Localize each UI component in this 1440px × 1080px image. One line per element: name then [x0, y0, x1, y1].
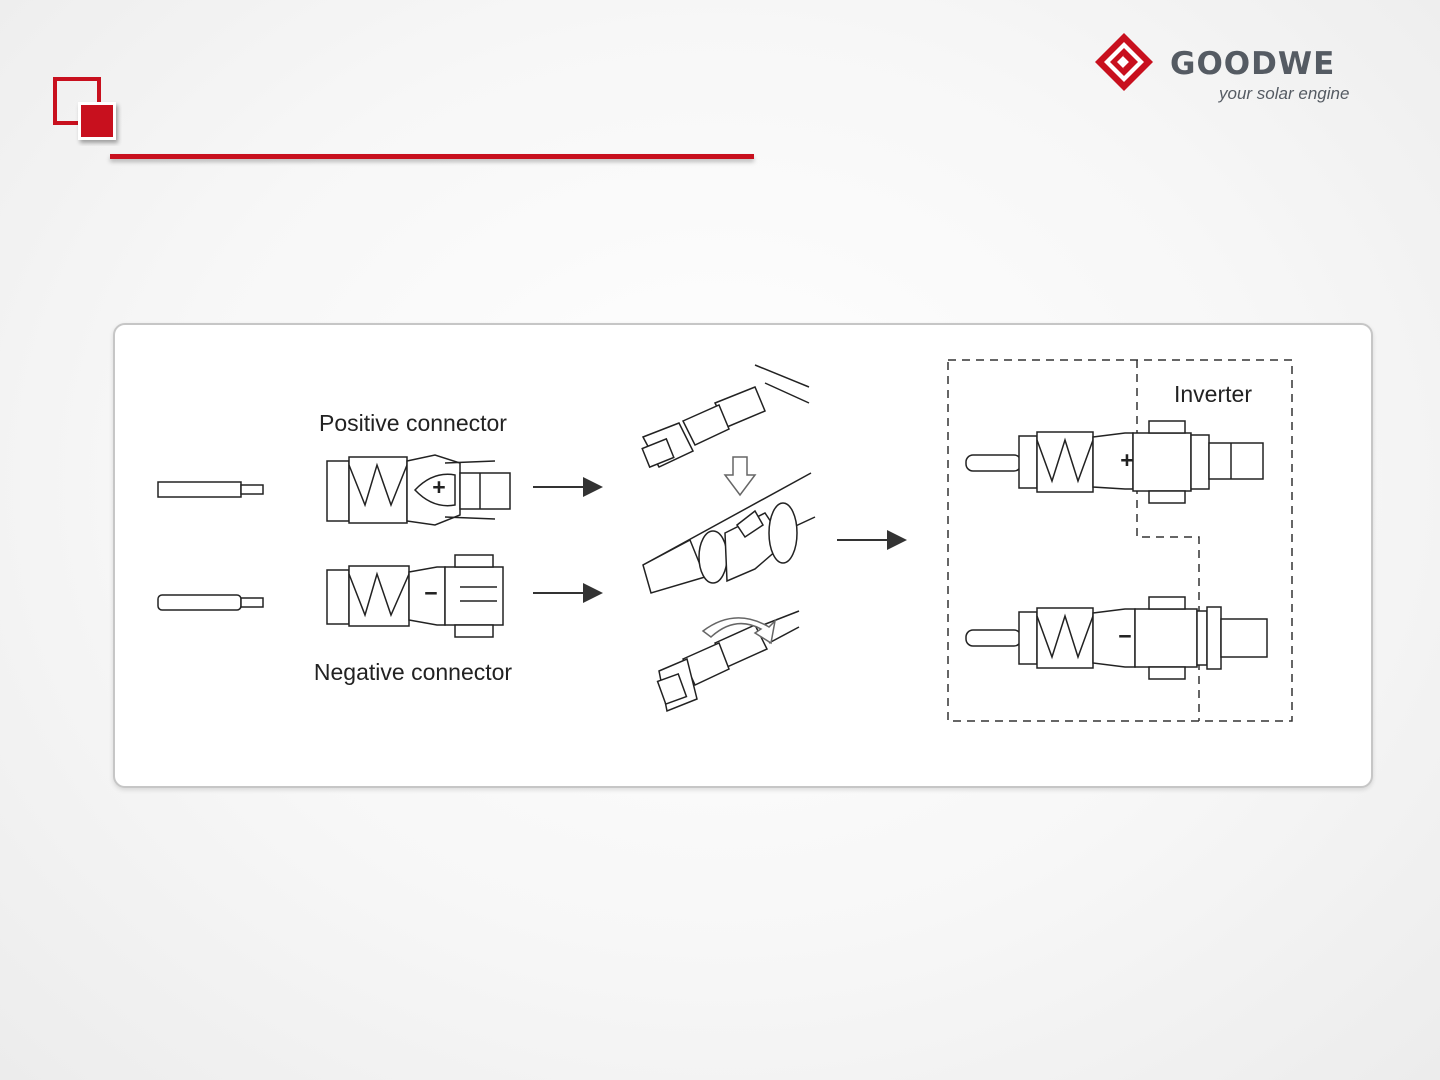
inverter-negative-connector	[966, 597, 1267, 679]
negative-connector-drawing	[327, 555, 503, 637]
inverter-plus-symbol: +	[1120, 447, 1133, 473]
plus-symbol: +	[432, 474, 445, 500]
assembly-step-click	[643, 473, 815, 593]
brand-logo: GOODWE your solar engine	[1092, 30, 1362, 110]
goodwe-logo-icon	[1092, 30, 1156, 94]
minus-symbol: −	[424, 580, 437, 606]
inverter-label: Inverter	[1174, 381, 1252, 407]
stripped-cable-negative	[158, 595, 263, 610]
brand-tagline: your solar engine	[1219, 84, 1349, 104]
positive-connector-drawing	[327, 455, 510, 525]
stripped-cable-positive	[158, 482, 263, 497]
connector-assembly-diagram: + − Positive connector Negative connecto…	[115, 325, 1371, 786]
inverter-positive-connector	[966, 421, 1263, 503]
connector-diagram-panel: + − Positive connector Negative connecto…	[113, 323, 1373, 788]
down-arrow-icon	[725, 457, 755, 495]
brand-name: GOODWE	[1170, 46, 1335, 82]
inverter-minus-symbol: −	[1118, 623, 1131, 649]
title-underline	[110, 154, 754, 159]
positive-connector-label: Positive connector	[319, 410, 507, 436]
title-marker-icon	[52, 76, 122, 146]
negative-connector-label: Negative connector	[314, 659, 513, 685]
assembly-step-insert	[642, 365, 809, 467]
